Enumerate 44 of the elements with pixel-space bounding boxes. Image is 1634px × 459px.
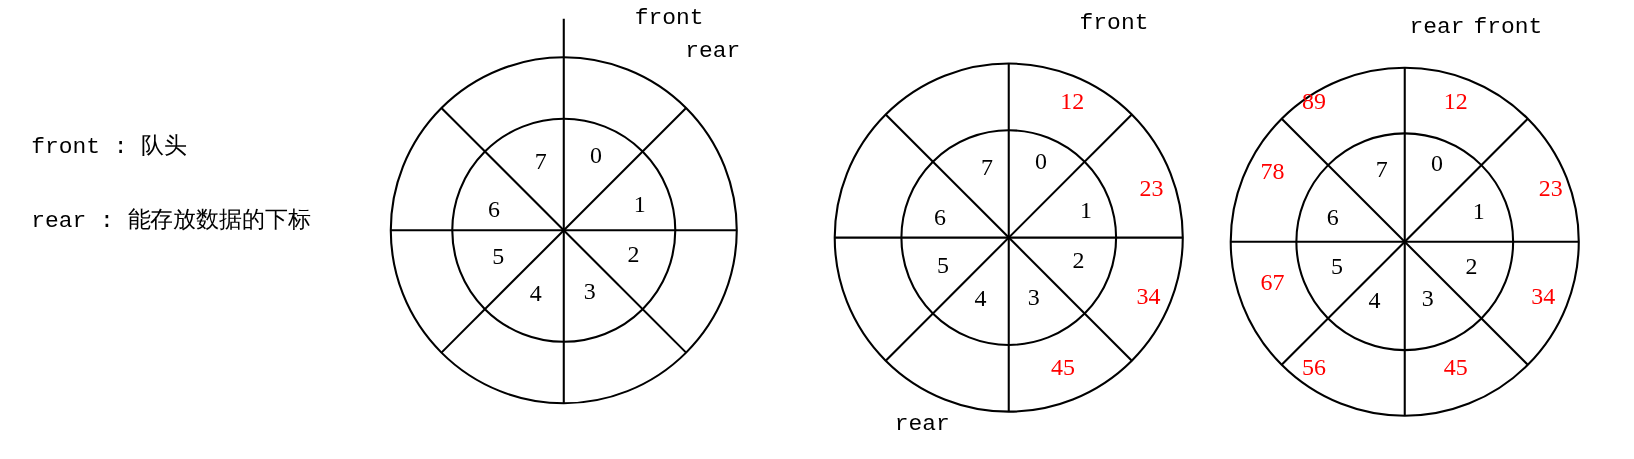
index-number: 2 — [627, 242, 640, 267]
index-number: 3 — [1027, 285, 1040, 309]
value-number: 45 — [1443, 354, 1468, 379]
value-number: 23 — [1139, 176, 1164, 201]
pointer-label: front — [1473, 16, 1543, 40]
value-number: 78 — [1260, 158, 1285, 183]
index-number: 7 — [534, 149, 547, 174]
value-number: 67 — [1260, 270, 1285, 295]
value-number: 12 — [1060, 89, 1085, 114]
index-number: 2 — [1072, 248, 1085, 273]
index-number: 6 — [1326, 204, 1339, 229]
pointer-label: rear — [1409, 16, 1465, 40]
index-number: 7 — [980, 154, 993, 179]
pointer-label: front — [1079, 12, 1149, 36]
index-number: 5 — [937, 252, 950, 277]
index-number: 6 — [487, 197, 500, 222]
pointer-label: rear — [685, 40, 741, 64]
index-number: 5 — [492, 244, 505, 269]
index-number: 3 — [583, 278, 596, 303]
value-number: 34 — [1531, 283, 1556, 308]
index-number: 5 — [1331, 253, 1343, 278]
legend-text: front : 队头 — [31, 136, 188, 160]
value-number: 12 — [1443, 89, 1468, 114]
value-number: 23 — [1538, 176, 1563, 201]
index-number: 2 — [1465, 253, 1478, 278]
index-number: 4 — [974, 286, 987, 310]
index-number: 3 — [1421, 286, 1434, 310]
legend-text: rear : 能存放数据的下标 — [31, 210, 311, 234]
index-number: 0 — [1431, 151, 1444, 176]
index-number: 4 — [1368, 288, 1381, 313]
index-number: 0 — [590, 143, 603, 168]
index-number: 1 — [633, 192, 646, 217]
value-number: 45 — [1050, 354, 1075, 379]
index-number: 1 — [1472, 199, 1485, 224]
pointer-label: front — [634, 7, 704, 31]
index-number: 4 — [529, 280, 542, 305]
value-number: 56 — [1302, 354, 1327, 379]
index-number: 7 — [1375, 156, 1388, 181]
index-number: 6 — [934, 204, 946, 229]
index-number: 1 — [1079, 198, 1092, 223]
index-number: 0 — [1035, 149, 1048, 174]
value-number: 89 — [1302, 89, 1327, 114]
value-number: 34 — [1136, 283, 1161, 308]
pointer-label: rear — [894, 413, 950, 437]
